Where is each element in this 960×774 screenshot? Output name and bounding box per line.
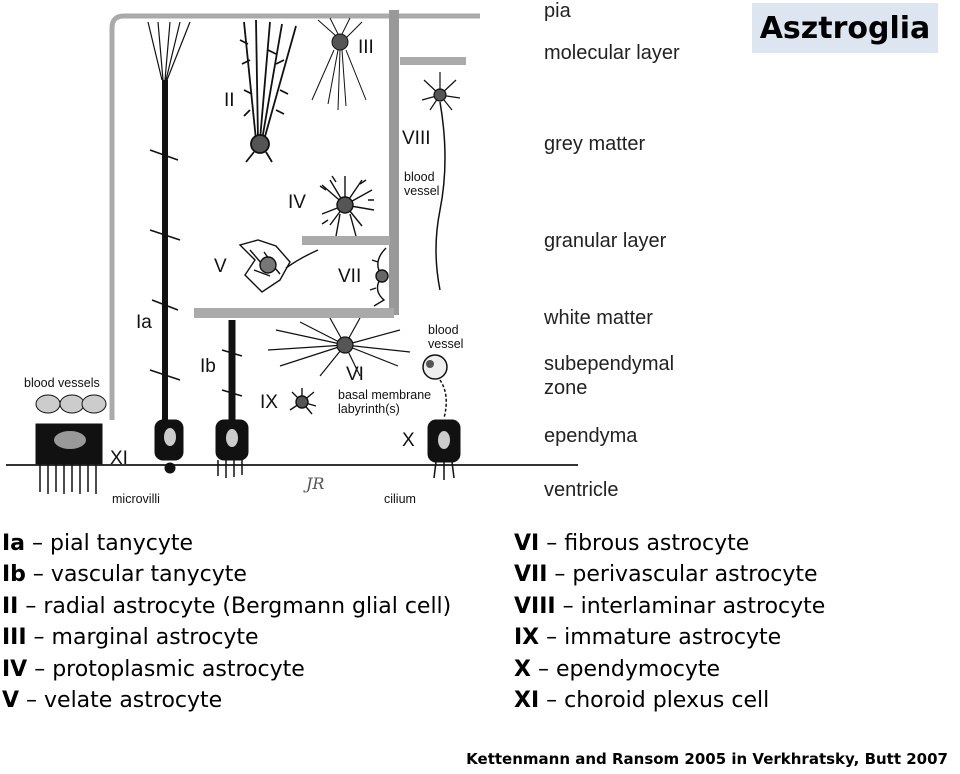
layer-ependyma: ependyma [544,425,638,447]
slide-title: Asztroglia [752,3,938,53]
label-microvilli: microvilli [112,492,160,506]
legend-text: – vascular tanycyte [25,562,247,588]
label-ii: II [224,90,235,111]
legend-item: Ia – pial tanycyte [2,528,451,559]
layer-grey-matter: grey matter [544,133,646,155]
layer-ventricle: ventricle [544,479,619,501]
label-iii: III [358,37,374,58]
legend-code: V [2,687,20,713]
legend-item: VIII – interlaminar astrocyte [514,591,825,622]
legend-text: – radial astrocyte (Bergmann glial cell) [18,593,452,619]
legend-code: XI [514,687,540,713]
label-blood-vessel-lower: blood vessel [428,323,464,351]
cell-ib [215,320,249,478]
legend-item: IX – immature astrocyte [514,622,825,653]
legend-code: III [2,625,27,651]
legend-text: – protoplasmic astrocyte [27,656,305,682]
cell-vii [369,247,389,307]
legend-code: VIII [514,593,556,619]
legend-code: Ia [2,531,26,556]
legend-text: – choroid plexus cell [539,687,770,713]
cell-xi [35,394,107,494]
legend-text: – pial tanycyte [25,531,194,556]
legend-item: V – velate astrocyte [2,685,451,716]
astroglia-diagram [6,10,578,494]
legend-item: VI – fibrous astrocyte [514,528,825,559]
label-ia: Ia [136,312,152,333]
legend-code: IX [514,625,540,651]
label-x: X [402,430,415,451]
cell-v [238,239,319,293]
legend-left: Ia – pial tanycyte Ib – vascular tanycyt… [2,528,451,716]
cell-x [422,354,461,480]
legend-item: VII – perivascular astrocyte [514,559,825,590]
legend-text: – ependymocyte [530,656,721,682]
label-basal-membrane: basal membrane labyrinth(s) [338,388,432,416]
label-vi: VI [346,364,364,385]
cell-vi [267,317,411,377]
label-ix: IX [260,392,278,413]
legend-text: – immature astrocyte [539,625,782,651]
layer-pia: pia [544,0,571,22]
layer-subependymal: subependymal zone [544,353,675,399]
label-vii: VII [338,266,362,287]
label-xi: XI [110,448,128,469]
legend-code: VII [514,562,548,588]
label-ib: Ib [200,356,216,377]
cell-ix [289,388,317,415]
legend-code: X [514,656,531,682]
legend-item: III – marginal astrocyte [2,622,451,653]
layer-granular: granular layer [544,230,667,252]
legend-code: VI [514,531,540,556]
cell-iii [311,17,367,111]
label-v: V [214,256,227,277]
citation: Kettenmann and Ransom 2005 in Verkhratsk… [466,750,948,768]
legend-code: II [2,593,19,619]
legend-text: – fibrous astrocyte [539,531,750,556]
legend-text: – marginal astrocyte [26,625,259,651]
label-iv: IV [288,192,306,213]
legend-item: X – ependymocyte [514,654,825,685]
vessel-wall [389,10,399,315]
layer-molecular: molecular layer [544,42,680,64]
legend-code: IV [2,656,28,682]
legend-item: Ib – vascular tanycyte [2,559,451,590]
bar-iv [302,236,390,245]
white-matter-bar [194,308,394,318]
label-blood-vessels: blood vessels [24,376,100,390]
label-viii: VIII [402,128,431,149]
legend-text: – velate astrocyte [19,687,223,713]
layer-white-matter: white matter [544,307,653,329]
legend-right: VI – fibrous astrocyte VII – perivascula… [514,528,825,716]
label-blood-vessel-upper: blood vessel [404,170,440,198]
legend-item: IV – protoplasmic astrocyte [2,654,451,685]
cell-viii [421,72,461,291]
legend-text: – interlaminar astrocyte [555,593,826,619]
legend-code: Ib [2,562,26,588]
legend-item: XI – choroid plexus cell [514,685,825,716]
artist-signature: JR [306,474,325,493]
pia-boundary [109,13,480,420]
bar-viii [400,57,466,65]
label-cilium: cilium [384,492,416,506]
legend-text: – perivascular astrocyte [547,562,818,588]
cell-ia [147,21,191,474]
cell-ii [239,19,297,163]
cell-iv [319,175,375,237]
legend-item: II – radial astrocyte (Bergmann glial ce… [2,591,451,622]
